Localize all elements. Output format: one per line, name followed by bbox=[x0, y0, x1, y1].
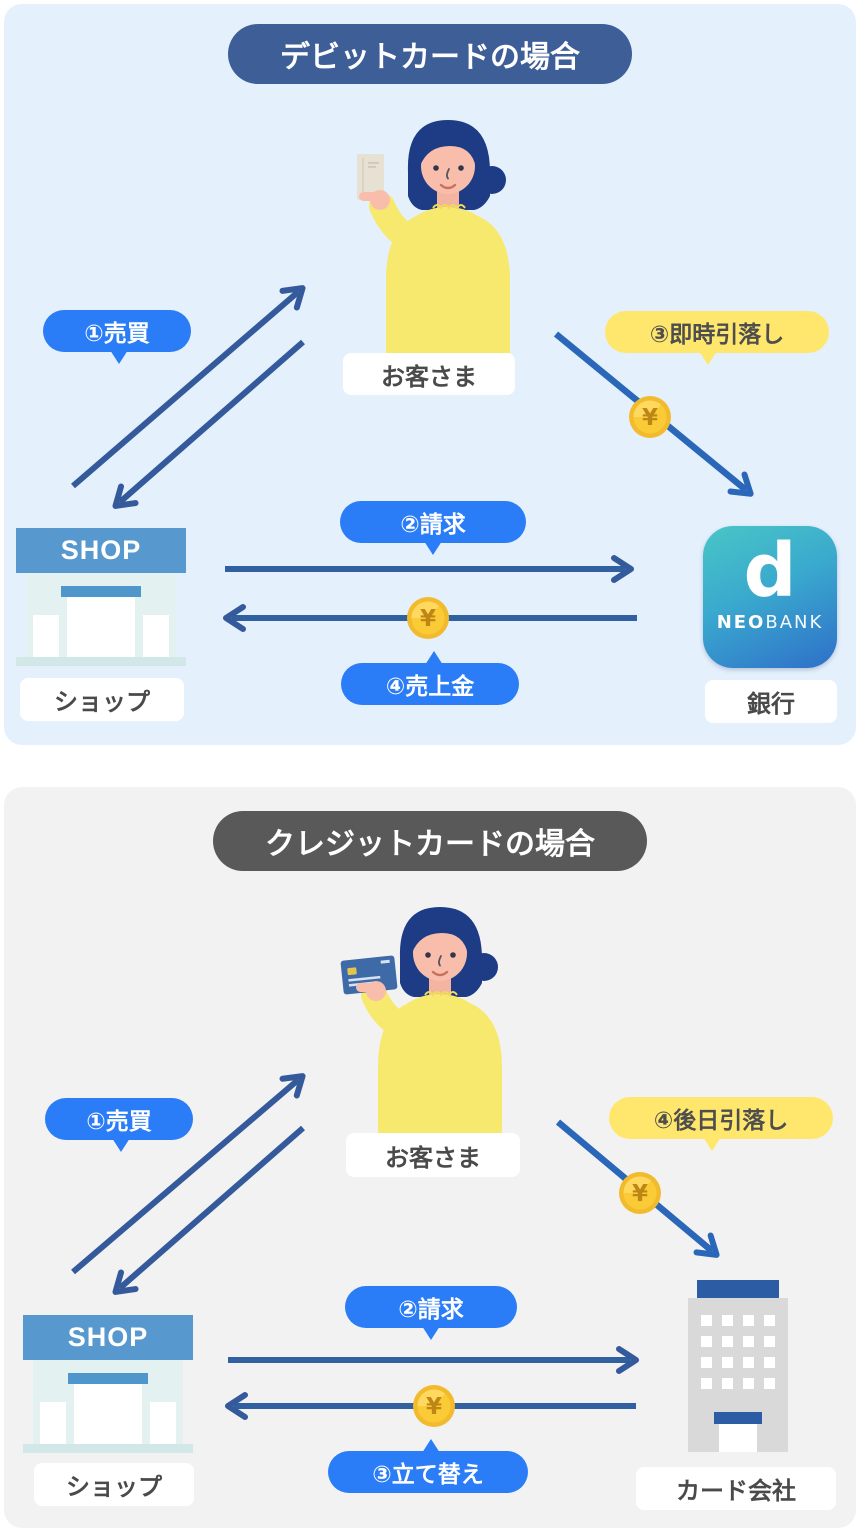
customer-label: お客さま bbox=[346, 1133, 520, 1177]
debit-panel-title: デビットカードの場合 bbox=[228, 24, 632, 84]
arrow-shop-to-customer bbox=[71, 1073, 306, 1275]
yen-coin: ¥ bbox=[413, 1385, 455, 1427]
shop-door-header bbox=[61, 586, 141, 597]
shop-door bbox=[67, 597, 135, 657]
neobank-wordmark: NEOBANK bbox=[717, 612, 824, 633]
shop-base bbox=[16, 657, 186, 666]
arrow-customer-to-shop bbox=[112, 1125, 305, 1295]
bank-label: 銀行 bbox=[705, 680, 837, 723]
step4-sales-proceeds-bubble: ④売上金 bbox=[341, 651, 519, 705]
yen-symbol: ¥ bbox=[642, 405, 658, 431]
neobank-app-icon: d NEOBANK bbox=[703, 526, 837, 668]
building-windows bbox=[701, 1315, 779, 1389]
step3-advance-payment-bubble: ③立て替え bbox=[328, 1439, 528, 1493]
credit-flow-arrows: ¥ ¥ bbox=[71, 1073, 720, 1427]
shop-label: ショップ bbox=[20, 678, 184, 721]
step2-billing-bubble: ②請求 bbox=[340, 501, 526, 555]
shop-sign: SHOP bbox=[23, 1315, 193, 1360]
card-company-label: カード会社 bbox=[636, 1467, 836, 1510]
customer-illustration-credit bbox=[326, 895, 546, 1143]
debit-card-panel: ¥ ¥ デビットカードの場合 bbox=[4, 4, 856, 745]
yen-coin: ¥ bbox=[619, 1172, 661, 1214]
neobank-d-logo: d bbox=[743, 528, 797, 614]
yen-symbol: ¥ bbox=[426, 1394, 442, 1420]
step4-later-debit-bubble: ④後日引落し bbox=[609, 1097, 833, 1151]
building-door bbox=[719, 1424, 757, 1452]
card-company-building-icon bbox=[688, 1280, 788, 1452]
shop-building bbox=[33, 1360, 183, 1452]
arrow-shop-to-customer bbox=[71, 285, 306, 489]
yen-coin: ¥ bbox=[629, 396, 671, 438]
step1-purchase-bubble: ①売買 bbox=[45, 1098, 193, 1152]
neobank-wordmark-neo: NEO bbox=[716, 612, 766, 633]
person-with-debit-card bbox=[357, 120, 510, 356]
customer-illustration-debit bbox=[334, 108, 554, 356]
step3-instant-debit-bubble: ③即時引落し bbox=[605, 311, 829, 365]
person-with-credit-card bbox=[340, 907, 502, 1143]
building-entrance-header bbox=[714, 1412, 762, 1424]
shop-icon: SHOP bbox=[16, 528, 186, 673]
credit-card-panel: ¥ ¥ クレジットカードの場合 bbox=[4, 787, 856, 1528]
customer-label: お客さま bbox=[343, 353, 515, 395]
shop-base bbox=[23, 1444, 193, 1453]
shop-label: ショップ bbox=[34, 1463, 194, 1506]
shop-door bbox=[74, 1384, 142, 1444]
shop-window bbox=[150, 1402, 176, 1444]
yen-symbol: ¥ bbox=[420, 606, 436, 632]
neobank-wordmark-bank: BANK bbox=[765, 612, 824, 633]
yen-symbol: ¥ bbox=[632, 1181, 648, 1207]
shop-window bbox=[40, 1402, 66, 1444]
step1-purchase-bubble: ①売買 bbox=[43, 310, 191, 364]
arrow-customer-to-shop bbox=[112, 339, 305, 509]
step2-billing-bubble: ②請求 bbox=[345, 1286, 517, 1340]
shop-sign: SHOP bbox=[16, 528, 186, 573]
building-body bbox=[688, 1298, 788, 1452]
yen-coin: ¥ bbox=[407, 597, 449, 639]
debit-flow-arrows: ¥ ¥ bbox=[71, 285, 754, 639]
shop-window bbox=[33, 615, 59, 657]
shop-building bbox=[26, 573, 176, 665]
shop-icon: SHOP bbox=[23, 1315, 193, 1460]
building-roof bbox=[697, 1280, 779, 1298]
credit-panel-title: クレジットカードの場合 bbox=[213, 811, 647, 871]
shop-door-header bbox=[68, 1373, 148, 1384]
shop-window bbox=[143, 615, 169, 657]
